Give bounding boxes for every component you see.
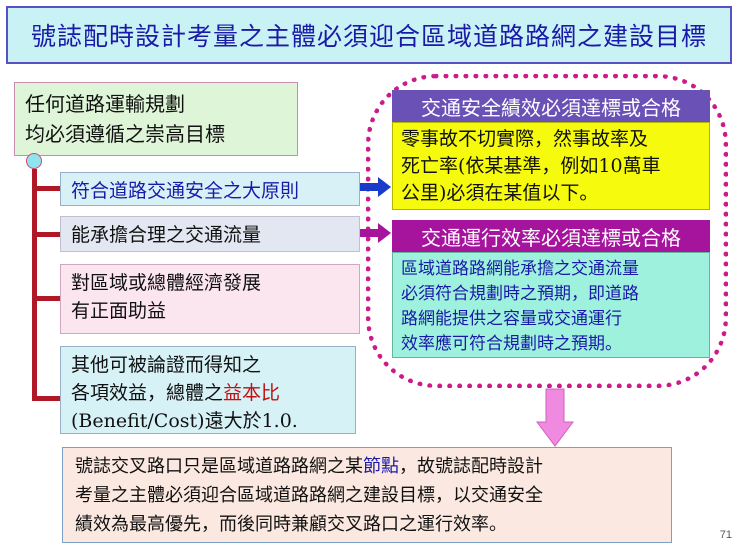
principle-benefit-line-3: (Benefit/Cost)遠大於1.0. (71, 410, 298, 432)
arrow-right-efficiency (360, 223, 391, 243)
principle-economy-line-2: 有正面助益 (71, 300, 167, 322)
efficiency-line-1: 區域道路路網能承擔之交通流量 (401, 259, 639, 279)
safety-line-2: 死亡率(依某基準，例如10萬車 (401, 155, 661, 177)
safety-line-3: 公里)必須在某值以下。 (401, 182, 599, 204)
principle-benefit-line-1: 其他可被論證而得知之 (71, 354, 262, 376)
efficiency-description: 區域道路路網能承擔之交通流量 必須符合規劃時之預期，即道路 路網能提供之容量或交… (392, 252, 710, 358)
principle-benefit: 其他可被論證而得知之 各項效益，總體之益本比 (Benefit/Cost)遠大於… (60, 346, 356, 434)
node-highlight: 節點 (363, 456, 399, 477)
conclusion-line-1: 號誌交叉路口只是區域道路路網之某節點，故號誌配時設計 (75, 452, 659, 481)
arrow-right-safety (360, 177, 391, 197)
goal-line-1: 任何道路運輸規劃 (25, 92, 185, 116)
efficiency-line-3: 路網能提供之容量或交通運行 (401, 309, 622, 329)
safety-line-1: 零事故不切實際，然事故率及 (401, 128, 649, 150)
conclusion-line-1-start: 號誌交叉路口只是區域道路路網之某 (75, 456, 363, 477)
arrow-down (536, 388, 574, 447)
efficiency-line-2: 必須符合規劃時之預期，即道路 (401, 284, 639, 304)
efficiency-line-4: 效率應可符合規劃時之預期。 (401, 334, 622, 354)
conclusion-box: 號誌交叉路口只是區域道路路網之某節點，故號誌配時設計 考量之主體必須迎合區域道路… (62, 447, 672, 543)
goal-line-2: 均必須遵循之崇高目標 (25, 122, 225, 146)
principle-benefit-line-2-text: 各項效益，總體之 (71, 382, 224, 404)
safety-header: 交通安全績效必須達標或合格 (392, 90, 710, 122)
principle-economy-line-1: 對區域或總體經濟發展 (71, 272, 262, 294)
conclusion-line-3: 績效為最高優先，而後同時兼顧交叉路口之運行效率。 (75, 514, 507, 535)
page-number: 71 (719, 529, 732, 541)
principle-capacity: 能承擔合理之交通流量 (60, 216, 360, 252)
principle-benefit-line-2: 各項效益，總體之益本比 (71, 379, 345, 407)
benefit-cost-highlight: 益本比 (223, 382, 281, 404)
trunk-node (26, 153, 42, 169)
principle-safety: 符合道路交通安全之大原則 (60, 172, 360, 206)
principle-economy: 對區域或總體經濟發展 有正面助益 (60, 264, 360, 334)
trunk-line (32, 169, 37, 400)
branch-line-4 (32, 396, 60, 401)
branch-line-1 (32, 186, 60, 191)
conclusion-line-1-end: ，故號誌配時設計 (399, 456, 543, 477)
branch-line-3 (32, 296, 60, 301)
branch-line-2 (32, 232, 60, 237)
page-title: 號誌配時設計考量之主體必須迎合區域道路路網之建設目標 (6, 6, 732, 64)
goal-box: 任何道路運輸規劃 均必須遵循之崇高目標 (14, 82, 298, 156)
safety-description: 零事故不切實際，然事故率及 死亡率(依某基準，例如10萬車 公里)必須在某值以下… (392, 122, 710, 210)
conclusion-line-2: 考量之主體必須迎合區域道路路網之建設目標，以交通安全 (75, 485, 543, 506)
efficiency-header: 交通運行效率必須達標或合格 (392, 220, 710, 252)
